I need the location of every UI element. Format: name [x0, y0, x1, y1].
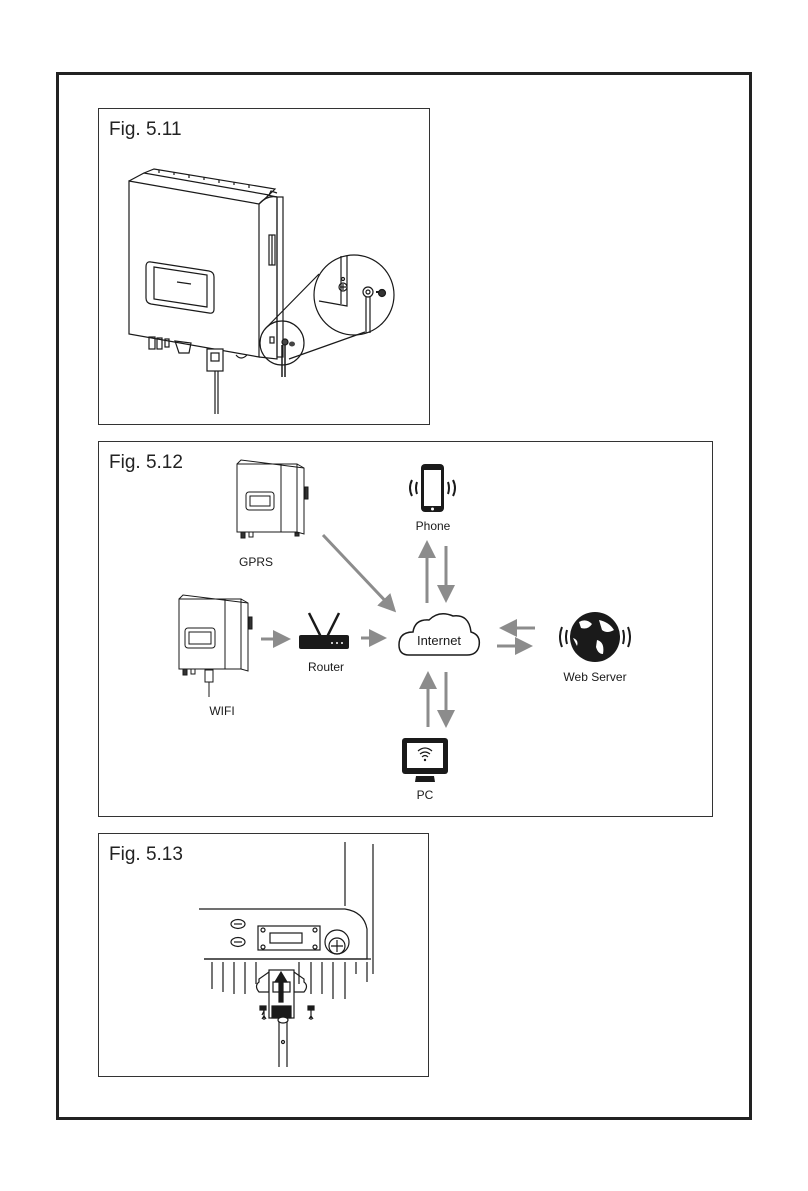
arrow-gprs-to-internet — [323, 535, 392, 608]
gprs-inverter-icon — [237, 460, 308, 538]
module-insertion-illustration — [99, 834, 430, 1078]
screw-right-icon — [308, 1006, 314, 1020]
node-label-pc: PC — [417, 788, 434, 802]
node-label-gprs: GPRS — [239, 555, 273, 569]
inverter-body — [129, 169, 283, 414]
web-server-globe-icon — [560, 612, 630, 662]
wifi-inverter-icon — [179, 595, 252, 697]
screw-left-icon — [260, 1006, 266, 1020]
inverter-grounding-illustration — [99, 109, 431, 426]
phone-icon — [410, 464, 455, 512]
router-icon — [299, 613, 349, 649]
monitoring-network-diagram — [99, 442, 714, 818]
node-label-web-server: Web Server — [563, 670, 626, 684]
node-label-router: Router — [308, 660, 344, 674]
node-label-internet: Internet — [417, 633, 461, 648]
figure-5-12: Fig. 5.12 — [98, 441, 713, 817]
figure-5-11: Fig. 5.11 — [98, 108, 430, 425]
node-label-phone: Phone — [416, 519, 451, 533]
node-label-wifi: WIFI — [209, 704, 234, 718]
pc-monitor-icon — [402, 738, 448, 782]
figure-5-13: Fig. 5.13 — [98, 833, 429, 1077]
